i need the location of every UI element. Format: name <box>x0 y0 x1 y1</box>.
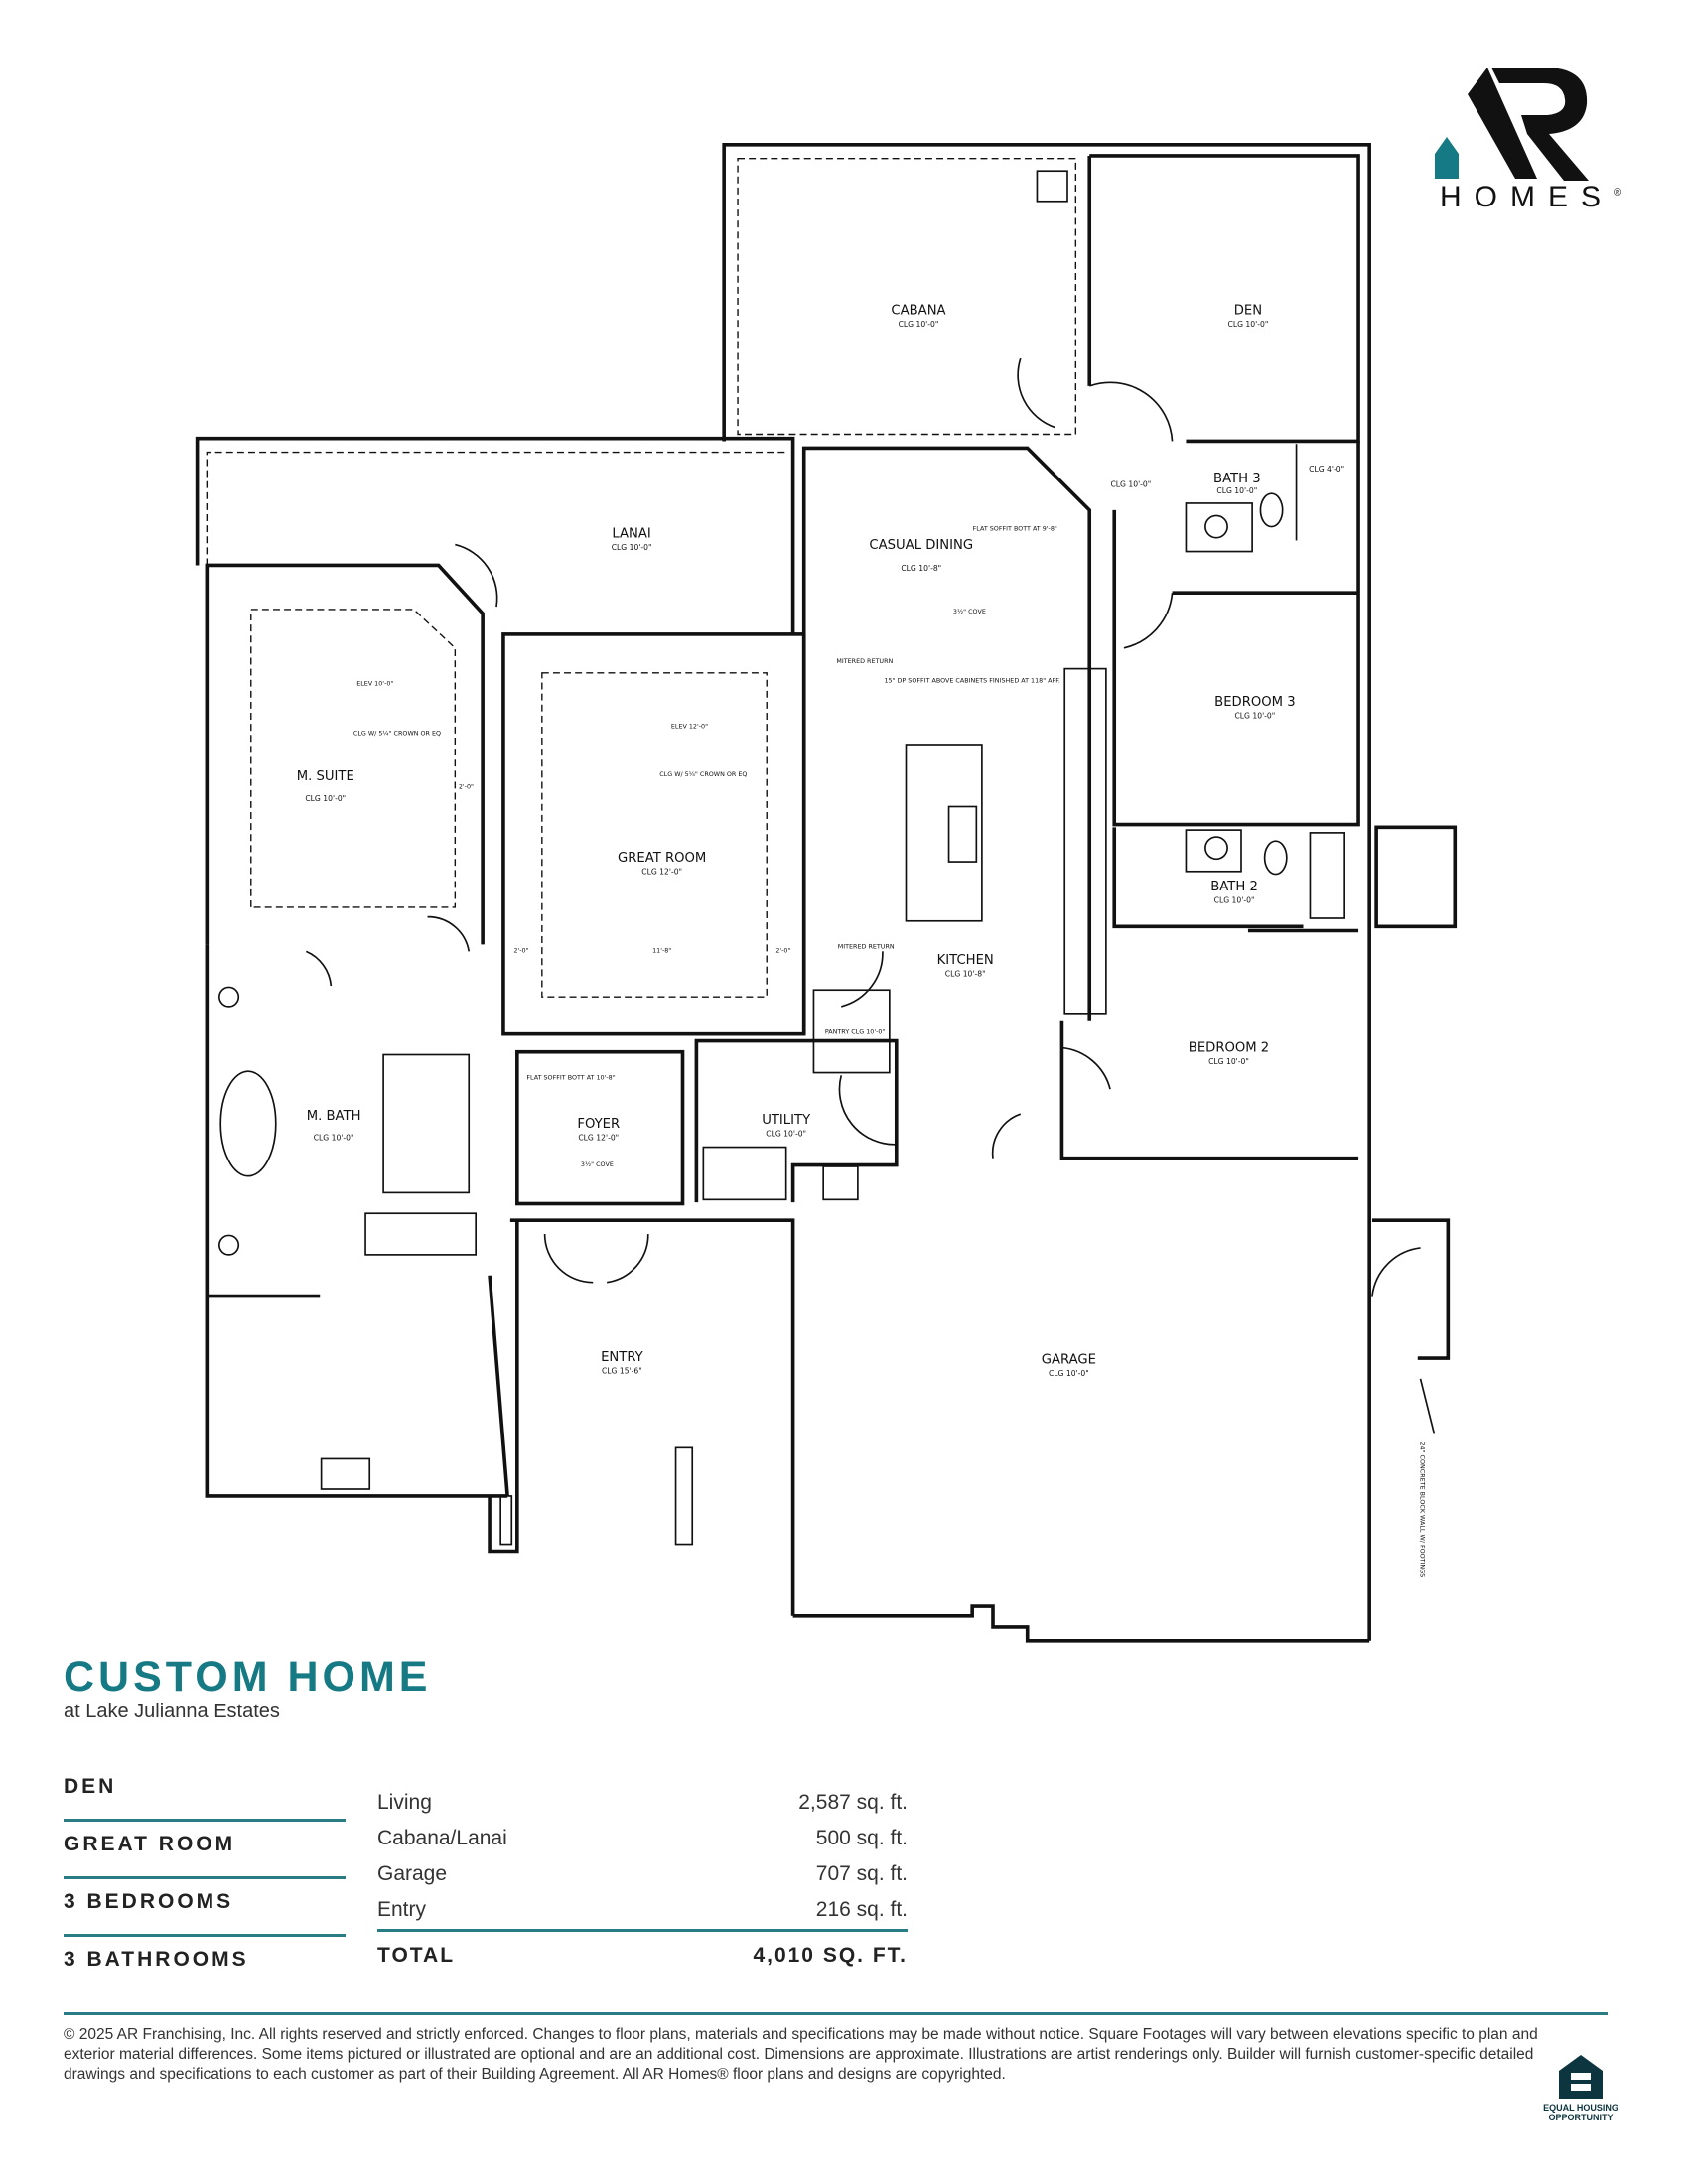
room-name: LANAI <box>612 527 650 542</box>
svg-text:11'-8": 11'-8" <box>652 947 671 955</box>
room-name: DEN <box>1234 304 1262 319</box>
area-divider <box>377 1929 908 1932</box>
room-ceiling: CLG 10'-0" <box>899 320 939 329</box>
room-name: UTILITY <box>762 1113 811 1128</box>
legal-disclaimer: © 2025 AR Franchising, Inc. All rights r… <box>64 2026 1538 2083</box>
svg-text:CLG 4'-0": CLG 4'-0" <box>1309 465 1344 474</box>
svg-text:3½" COVE: 3½" COVE <box>953 608 986 615</box>
svg-text:ELEV 12'-0": ELEV 12'-0" <box>671 722 708 730</box>
room-name: GARAGE <box>1042 1353 1096 1368</box>
room-name: BEDROOM 3 <box>1214 695 1295 710</box>
room-ceiling: CLG 10'-0" <box>766 1129 806 1138</box>
svg-text:2'-0": 2'-0" <box>459 782 474 790</box>
room-name: BATH 2 <box>1210 880 1258 894</box>
room-ceiling: CLG 10'-8" <box>901 564 941 573</box>
room-ceiling: CLG 10'-0" <box>1049 1369 1089 1378</box>
room-name: M. SUITE <box>297 769 354 784</box>
room-ceiling: CLG 12'-0" <box>641 868 682 877</box>
svg-text:CLG 10'-0": CLG 10'-0" <box>1110 479 1151 488</box>
equal-housing-label: EQUAL HOUSING OPPORTUNITY <box>1543 2103 1618 2122</box>
house-icon <box>1435 137 1459 179</box>
svg-text:2'-0": 2'-0" <box>513 947 528 955</box>
feature-great-room: GREAT ROOM <box>64 1833 346 1879</box>
room-ceiling: CLG 10'-0" <box>1234 712 1275 721</box>
feature-bedrooms: 3 BEDROOMS <box>64 1890 346 1937</box>
plan-notes: CLG 10'-0" CLG 4'-0" FLAT SOFFIT BOTT AT… <box>353 465 1427 1577</box>
svg-text:CLG W/ 5¼" CROWN OR EQ: CLG W/ 5¼" CROWN OR EQ <box>659 770 747 778</box>
feature-den: DEN <box>64 1775 346 1822</box>
room-name: BEDROOM 2 <box>1189 1041 1269 1056</box>
logo-wordmark: HOMES® <box>1440 181 1622 213</box>
svg-text:FLAT SOFFIT BOTT AT 9'-8": FLAT SOFFIT BOTT AT 9'-8" <box>973 525 1057 533</box>
svg-text:PANTRY CLG 10'-0": PANTRY CLG 10'-0" <box>825 1028 886 1036</box>
room-name: FOYER <box>577 1117 620 1132</box>
room-ceiling: CLG 10'-0" <box>1216 486 1257 495</box>
room-ceiling: CLG 10'-0" <box>314 1134 354 1143</box>
room-name: ENTRY <box>601 1350 644 1365</box>
room-ceiling: CLG 10'-0" <box>305 794 346 803</box>
room-ceiling: CLG 10'-0" <box>1214 896 1255 905</box>
room-ceiling: CLG 10'-0" <box>1208 1057 1249 1066</box>
room-ceiling: CLG 10'-8" <box>945 969 986 978</box>
room-name: GREAT ROOM <box>618 851 706 866</box>
svg-text:3½" COVE: 3½" COVE <box>581 1160 614 1168</box>
svg-text:MITERED RETURN: MITERED RETURN <box>836 657 893 665</box>
svg-text:ELEV 10'-0": ELEV 10'-0" <box>356 679 393 687</box>
room-ceiling: CLG 10'-0" <box>1228 320 1269 329</box>
plan-subtitle: at Lake Julianna Estates <box>64 1701 280 1722</box>
footer-divider <box>64 2012 1608 2015</box>
plan-walls <box>195 143 1458 1643</box>
room-name: BATH 3 <box>1213 472 1261 486</box>
svg-text:24" CONCRETE BLOCK WALL W/ FOO: 24" CONCRETE BLOCK WALL W/ FOOTINGS <box>1419 1441 1427 1577</box>
room-ceiling: CLG 15'-6" <box>602 1366 642 1375</box>
svg-text:MITERED RETURN: MITERED RETURN <box>838 943 895 951</box>
svg-text:2'-0": 2'-0" <box>775 947 790 955</box>
svg-text:CLG W/ 5¼" CROWN OR EQ: CLG W/ 5¼" CROWN OR EQ <box>353 729 441 737</box>
room-name: CABANA <box>891 304 945 319</box>
svg-text:FLAT SOFFIT BOTT AT 10'-8": FLAT SOFFIT BOTT AT 10'-8" <box>526 1074 615 1082</box>
svg-text:15" DP SOFFIT ABOVE CABINETS F: 15" DP SOFFIT ABOVE CABINETS FINISHED AT… <box>884 677 1059 685</box>
plan-title: CUSTOM HOME <box>64 1653 432 1701</box>
room-name: KITCHEN <box>937 953 994 968</box>
room-name: CASUAL DINING <box>869 538 973 553</box>
room-ceiling: CLG 12'-0" <box>578 1134 619 1143</box>
feature-bathrooms: 3 BATHROOMS <box>64 1948 249 1971</box>
room-name: M. BATH <box>307 1109 361 1124</box>
ar-homes-logo <box>1435 68 1589 181</box>
equal-housing-icon <box>1559 2055 1603 2099</box>
room-ceiling: CLG 10'-0" <box>612 543 652 552</box>
